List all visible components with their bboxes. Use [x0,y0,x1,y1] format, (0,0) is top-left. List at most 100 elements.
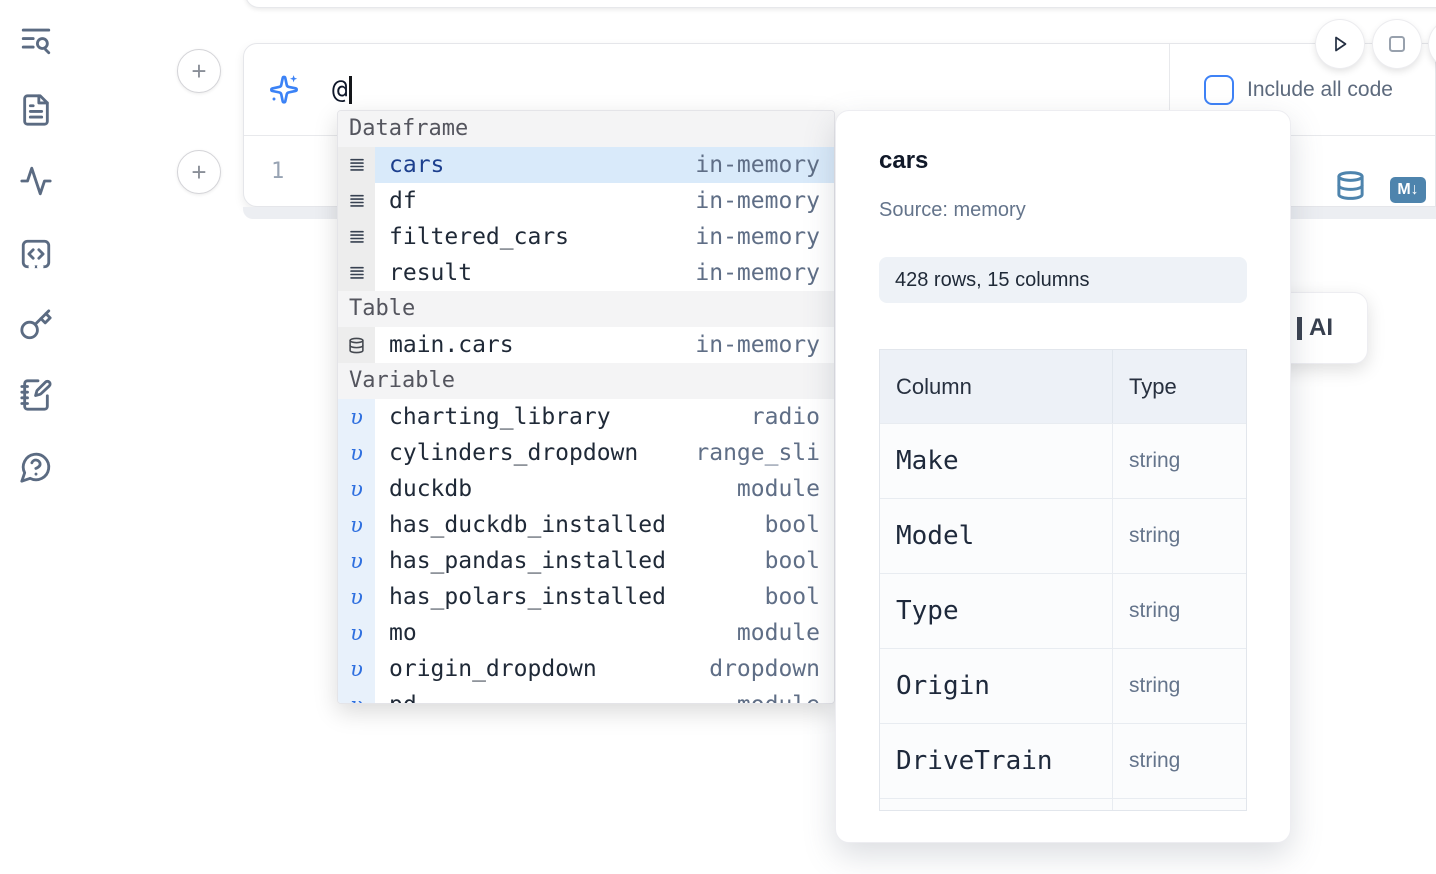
preview-source: Source: memory [879,199,1026,221]
include-all-code-area: Include all code [1169,44,1435,135]
schema-row-Type: Type string [880,573,1246,648]
add-cell-below-button[interactable]: + [177,150,221,194]
stop-button[interactable] [1373,20,1421,68]
item-type: bool [764,512,820,538]
variable-icon: υ [338,507,375,543]
item-type: radio [750,404,820,430]
autocomplete-item-filtered_cars[interactable]: filtered_cars in-memory [338,219,834,255]
item-type: module [736,476,820,502]
sidebar-button-files[interactable] [19,93,53,127]
column-name: Origin [896,671,990,701]
database-icon[interactable] [1335,170,1366,201]
markdown-icon[interactable]: M↓ [1390,177,1426,203]
item-type: bool [764,584,820,610]
item-name: mo [389,620,417,646]
text-cursor [348,75,352,104]
partial-toolbar-button[interactable] [1429,20,1436,68]
column-name: Model [896,521,975,551]
autocomplete-item-has_pandas_installed[interactable]: υ has_pandas_installed bool [338,543,834,579]
item-type: module [736,620,820,646]
run-cell-button[interactable] [1316,20,1364,68]
line-number: 1 [271,159,285,184]
item-type: in-memory [695,332,820,358]
item-name: duckdb [389,476,473,502]
autocomplete-item-cylinders_dropdown[interactable]: υ cylinders_dropdown range_sli [338,435,834,471]
schema-row-DriveTrain: DriveTrain string [880,723,1246,798]
item-type: in-memory [695,152,820,178]
item-name: result [389,260,473,286]
ai-prompt-input[interactable]: @ [332,44,1168,135]
rows-icon [338,147,375,183]
previous-cell-fragment [245,0,1436,8]
item-type: dropdown [709,656,820,682]
rows-icon [338,255,375,291]
autocomplete-section-header: Variable [338,363,834,399]
item-name: charting_library [389,404,611,430]
item-name: main.cars [389,332,514,358]
file-text-icon [23,94,49,126]
column-type: string [1112,574,1246,648]
autocomplete-item-main.cars[interactable]: main.cars in-memory [338,327,834,363]
variable-icon: υ [338,435,375,471]
text-search-icon [21,28,51,55]
item-name: cylinders_dropdown [389,440,639,466]
include-all-code-label: Include all code [1247,77,1393,101]
database-icon [338,327,375,363]
sidebar-button-activity[interactable] [19,164,53,198]
column-type: string [1112,424,1246,498]
variable-icon: υ [338,579,375,615]
add-cell-above-button[interactable]: + [177,49,221,93]
column-name: Type [896,596,959,626]
dataframe-preview-panel: cars Source: memory 428 rows, 15 columns… [835,110,1291,843]
variable-icon: υ [338,399,375,435]
preview-title: cars [879,147,929,174]
notebook-pen-icon [20,379,52,411]
column-name: DriveTrain [896,746,1053,776]
item-type: module [737,692,834,703]
stop-square-icon [1389,36,1405,52]
header-type: Type [1112,350,1246,423]
item-type: in-memory [695,224,820,250]
item-name: origin_dropdown [389,656,597,682]
code-square-icon [21,239,51,269]
sidebar-button-search[interactable] [19,23,53,57]
variable-icon: υ [338,543,375,579]
code-editor-row[interactable]: 1 M↓ [244,136,1435,207]
play-icon [1335,36,1347,52]
variable-icon: υ [338,687,375,703]
sidebar-button-secrets[interactable] [19,308,53,342]
sidebar-button-snippets[interactable] [19,237,53,271]
key-icon [20,309,52,340]
sidebar-button-help[interactable] [19,450,53,484]
sidebar-button-scratchpad[interactable] [19,378,53,412]
autocomplete-section-header: Table [338,291,834,327]
help-chat-icon [20,452,51,483]
column-type: string [1112,724,1246,798]
rows-icon [338,219,375,255]
item-name: has_pandas_installed [389,548,666,574]
include-all-code-checkbox[interactable] [1204,74,1234,105]
preview-shape-badge: 428 rows, 15 columns [879,257,1247,303]
autocomplete-item-origin_dropdown[interactable]: υ origin_dropdown dropdown [338,651,834,687]
item-name: filtered_cars [389,224,570,250]
item-type: bool [764,548,820,574]
variable-icon: υ [338,615,375,651]
schema-row-Make: Make string [880,423,1246,498]
autocomplete-section-header: Dataframe [338,111,834,147]
autocomplete-item-charting_library[interactable]: υ charting_library radio [338,399,834,435]
item-type: in-memory [695,188,820,214]
column-name: Make [896,446,959,476]
autocomplete-item-pd[interactable]: υpdmodule [338,687,834,703]
column-type: string [1112,499,1246,573]
variable-icon: υ [338,651,375,687]
item-type: range_sli [695,440,820,466]
